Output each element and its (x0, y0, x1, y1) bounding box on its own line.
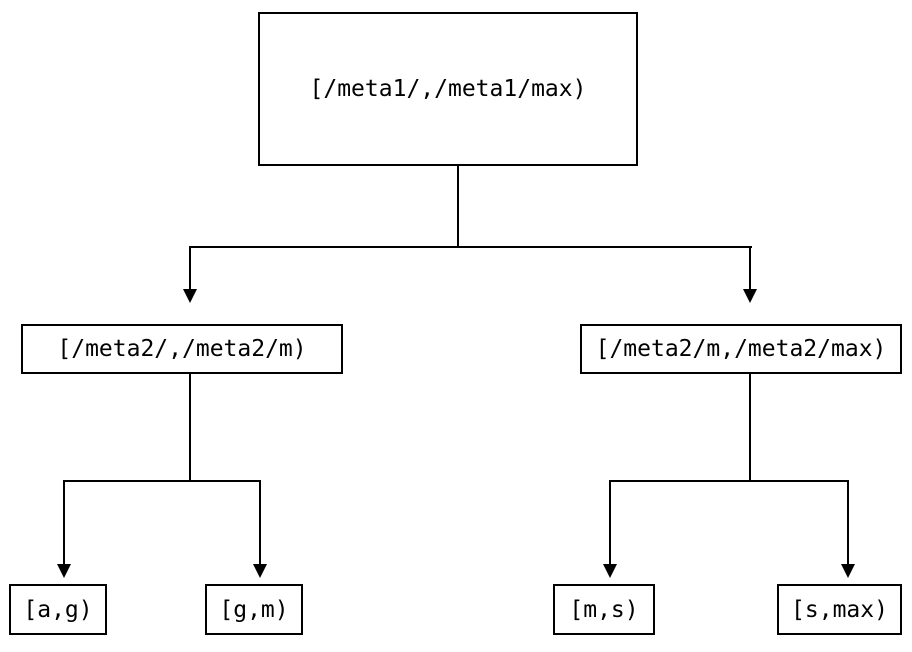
arrowhead-down-icon-leaf-a-g (57, 564, 71, 578)
node-mid-right-label: [/meta2/m,/meta2/max) (595, 336, 887, 362)
node-mid-right[interactable]: [/meta2/m,/meta2/max) (580, 324, 902, 374)
node-root[interactable]: [/meta1/,/meta1/max) (258, 12, 638, 166)
arrowhead-down-icon-leaf-s-max (841, 564, 855, 578)
edge-mid-right-stem (749, 374, 751, 481)
node-leaf-g-m-label: [g,m) (219, 596, 289, 623)
edge-mid-left-to-leaf-a-g-drop (63, 480, 65, 564)
edge-mid-right-to-leaf-m-s-drop (609, 480, 611, 564)
node-mid-left-label: [/meta2/,/meta2/m) (57, 336, 307, 362)
node-leaf-m-s-label: [m,s) (569, 596, 639, 623)
node-leaf-g-m[interactable]: [g,m) (205, 584, 303, 635)
edge-mid-right-bar (609, 480, 849, 482)
edge-root-to-mid-left-drop (189, 246, 191, 289)
arrowhead-down-icon-leaf-g-m (253, 564, 267, 578)
arrowhead-down-icon-mid-left (183, 289, 197, 303)
edge-root-stem (457, 166, 459, 247)
node-leaf-a-g-label: [a,g) (23, 596, 93, 623)
node-leaf-s-max[interactable]: [s,max) (777, 584, 902, 635)
edge-root-to-mid-right-drop (749, 246, 751, 289)
arrowhead-down-icon-leaf-m-s (603, 564, 617, 578)
node-leaf-s-max-label: [s,max) (791, 596, 888, 623)
node-root-label: [/meta1/,/meta1/max) (309, 76, 587, 102)
edge-mid-left-bar (63, 480, 261, 482)
edge-mid-right-to-leaf-s-max-drop (847, 480, 849, 564)
edge-mid-left-to-leaf-g-m-drop (259, 480, 261, 564)
node-mid-left[interactable]: [/meta2/,/meta2/m) (21, 324, 343, 374)
node-leaf-a-g[interactable]: [a,g) (9, 584, 107, 635)
node-leaf-m-s[interactable]: [m,s) (553, 584, 655, 635)
edge-root-bar (189, 246, 752, 248)
arrowhead-down-icon-mid-right (743, 289, 757, 303)
edge-mid-left-stem (189, 374, 191, 481)
